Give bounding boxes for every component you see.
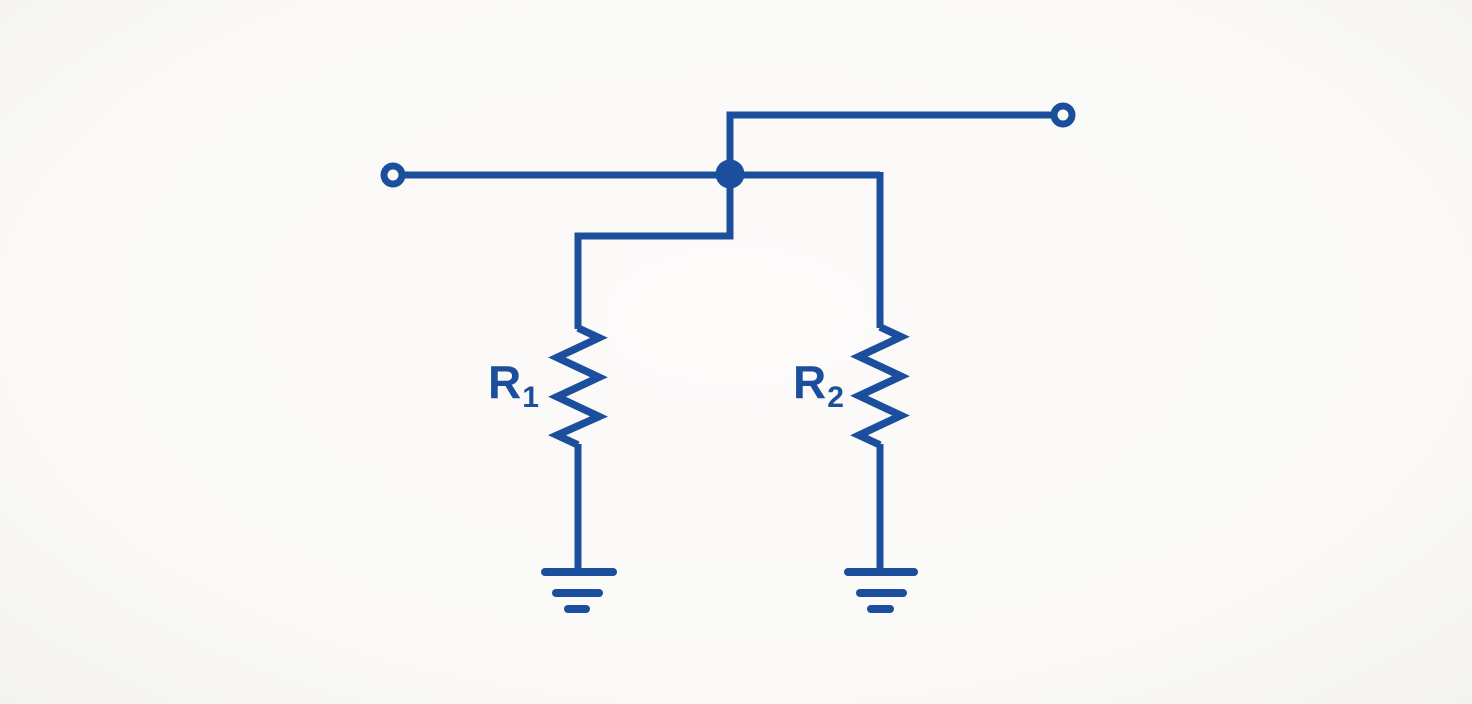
resistor-r1-label-subscript: 1	[522, 381, 539, 414]
resistor-r1-label: R1	[488, 356, 539, 413]
r1-top-lead-wire	[574, 172, 734, 329]
junction-node-dot	[715, 159, 745, 189]
resistor-r2-label: R2	[793, 356, 844, 413]
resistor-r2-label-subscript: 2	[827, 381, 844, 414]
output-terminal-icon	[1050, 102, 1076, 128]
resistor-r2-label-base: R	[793, 356, 827, 408]
output-wire	[726, 111, 1052, 178]
ground-r2-symbol	[844, 568, 918, 613]
input-terminal-icon	[380, 162, 406, 188]
ground-r1-symbol	[541, 568, 617, 613]
resistor-r1-symbol	[547, 324, 609, 449]
resistor-r1-label-base: R	[488, 356, 522, 408]
resistor-r2-symbol	[850, 323, 910, 449]
